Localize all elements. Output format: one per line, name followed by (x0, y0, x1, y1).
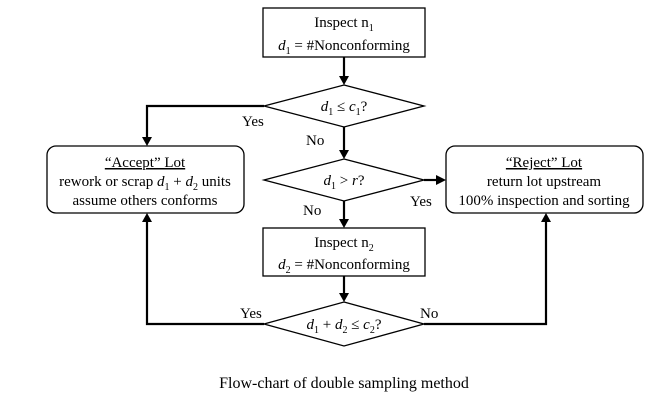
reject-lot-title: “Reject” Lot (506, 155, 583, 171)
label-no-3: No (420, 306, 438, 322)
decision-d1-gt-r: d1 > r? (261, 158, 427, 202)
label-yes-2: Yes (410, 194, 432, 210)
decision-d1-le-c1: d1 ≤ c1? (261, 84, 427, 128)
accept-lot-assume-line: assume others conforms (73, 193, 218, 209)
inspect-n2-box: Inspect n2 d2 = #Nonconforming (262, 227, 426, 277)
decision-d1-le-c1-label: d1 ≤ c1? (321, 99, 368, 118)
accept-lot-title: “Accept” Lot (105, 155, 186, 171)
branch-labels: Yes No Yes No Yes No (240, 114, 438, 322)
reject-lot-box: “Reject” Lot return lot upstream 100% in… (445, 145, 644, 214)
label-no-2: No (303, 203, 321, 219)
connectors (142, 57, 551, 326)
inspect-n1-count: d1 = #Nonconforming (278, 38, 410, 57)
label-no-1: No (306, 133, 324, 149)
reject-lot-return-line: return lot upstream (487, 174, 601, 190)
label-yes-1: Yes (242, 114, 264, 130)
inspect-n2-title: Inspect n2 (314, 235, 374, 254)
inspect-n1-box: Inspect n1 d1 = #Nonconforming (262, 7, 426, 58)
accept-lot-rework-line: rework or scrap d1 + d2 units (59, 174, 231, 193)
decision-d1-plus-d2-le-c2: d1 + d2 ≤ c2? (261, 301, 427, 347)
inspect-n2-count: d2 = #Nonconforming (278, 257, 410, 276)
accept-lot-box: “Accept” Lot rework or scrap d1 + d2 uni… (46, 145, 245, 214)
decision-d1-plus-d2-le-c2-label: d1 + d2 ≤ c2? (306, 317, 381, 336)
figure-caption: Flow-chart of double sampling method (219, 375, 469, 392)
inspect-n1-title: Inspect n1 (314, 15, 374, 34)
label-yes-3: Yes (240, 306, 262, 322)
decision-d1-gt-r-label: d1 > r? (324, 173, 365, 192)
reject-lot-sorting-line: 100% inspection and sorting (458, 193, 630, 209)
